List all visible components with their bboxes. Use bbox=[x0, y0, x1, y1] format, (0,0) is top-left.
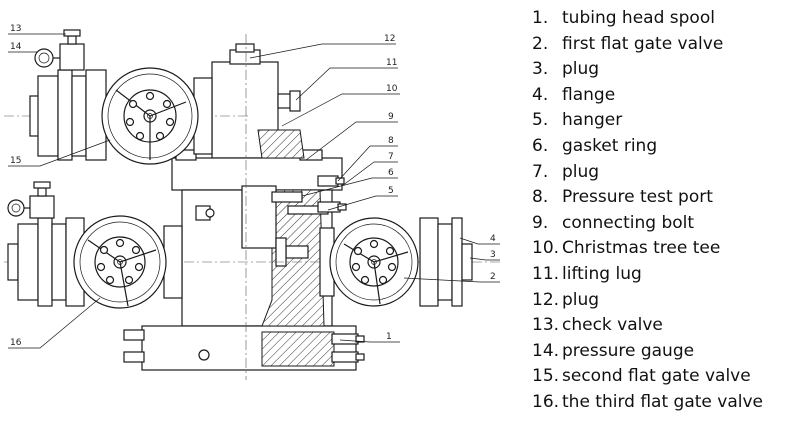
callout-2: 2 bbox=[490, 272, 496, 282]
callout-7: 7 bbox=[388, 152, 394, 162]
legend-item-number: 2. bbox=[532, 33, 549, 54]
legend-item-label: connecting bolt bbox=[562, 212, 695, 233]
callout-1: 1 bbox=[386, 332, 392, 342]
second-flat-gate-valve bbox=[29, 29, 213, 165]
legend-item-label: hanger bbox=[562, 110, 623, 131]
callout-11: 11 bbox=[386, 58, 397, 68]
first-flat-gate-valve bbox=[319, 217, 473, 307]
callout-8: 8 bbox=[388, 136, 394, 146]
legend-item: 10.Christmas tree tee bbox=[532, 236, 763, 262]
legend-item: 2. first flat gate valve bbox=[532, 32, 763, 58]
callout-16: 16 bbox=[10, 338, 22, 348]
legend-item-label: plug bbox=[562, 161, 600, 182]
legend-item-number: 7. bbox=[532, 161, 549, 182]
legend-item: 9. connecting bolt bbox=[532, 211, 763, 237]
legend-item-number: 16. bbox=[532, 391, 560, 412]
legend-item: 4. flange bbox=[532, 83, 763, 109]
legend-item-label: gasket ring bbox=[562, 135, 658, 156]
callout-13: 13 bbox=[10, 24, 21, 34]
legend-item-label: lifting lug bbox=[562, 263, 642, 284]
callout-15: 15 bbox=[10, 156, 21, 166]
central-body bbox=[4, 34, 500, 380]
legend-item: 7. plug bbox=[532, 160, 763, 186]
callout-6: 6 bbox=[388, 168, 394, 178]
legend-item-label: plug bbox=[562, 59, 600, 80]
callout-12: 12 bbox=[384, 34, 395, 44]
legend-item: 3. plug bbox=[532, 57, 763, 83]
third-flat-gate-valve bbox=[7, 181, 183, 309]
legend-item-label: plug bbox=[562, 289, 600, 310]
legend-item-number: 3. bbox=[532, 59, 549, 80]
legend-item: 6. gasket ring bbox=[532, 134, 763, 160]
legend-item-label: tubing head spool bbox=[562, 8, 715, 28]
legend-item-label: Pressure test port bbox=[562, 187, 713, 208]
callout-10: 10 bbox=[386, 84, 398, 94]
legend-item-number: 15. bbox=[532, 366, 560, 387]
legend-item-number: 6. bbox=[532, 135, 549, 156]
legend-item-number: 13. bbox=[532, 315, 560, 336]
legend-item: 14.pressure gauge bbox=[532, 339, 763, 365]
legend-item-number: 12. bbox=[532, 289, 560, 310]
handwheel-bolts-lower-left bbox=[96, 238, 144, 285]
callout-5: 5 bbox=[388, 186, 394, 196]
legend-item: 16.the third flat gate valve bbox=[532, 390, 763, 416]
parts-legend: 1. tubing head spool 2. first flat gate val… bbox=[532, 6, 763, 416]
legend-item-label: first flat gate valve bbox=[562, 33, 724, 54]
legend-item-number: 4. bbox=[532, 84, 549, 105]
callout-9: 9 bbox=[388, 112, 394, 122]
legend-item-label: flange bbox=[562, 84, 616, 105]
legend-item: 1. tubing head spool bbox=[532, 6, 763, 32]
handwheel-bolts-right bbox=[351, 239, 397, 285]
legend-item: 15.second flat gate valve bbox=[532, 364, 763, 390]
wellhead-assembly-drawing: 12 11 10 9 8 7 6 5 4 3 2 1 13 bbox=[4, 24, 500, 380]
legend-item-number: 14. bbox=[532, 340, 560, 361]
callout-14: 14 bbox=[10, 42, 22, 52]
legend-item-number: 11. bbox=[532, 263, 560, 284]
legend-item-label: second flat gate valve bbox=[562, 366, 751, 387]
legend-item: 13.check valve bbox=[532, 313, 763, 339]
legend-item-label: check valve bbox=[562, 315, 663, 336]
legend-item-number: 5. bbox=[532, 110, 549, 131]
legend-item-label: Christmas tree tee bbox=[562, 238, 721, 259]
legend-item-number: 8. bbox=[532, 187, 549, 208]
legend-item-number: 10. bbox=[532, 238, 560, 259]
legend-item: 12.plug bbox=[532, 288, 763, 314]
handwheel-bolts-upper bbox=[125, 91, 175, 141]
legend-item-label: the third flat gate valve bbox=[562, 391, 764, 412]
callouts: 12 11 10 9 8 7 6 5 4 3 2 1 13 bbox=[8, 24, 500, 349]
callout-3: 3 bbox=[490, 250, 496, 260]
legend-item-number: 9. bbox=[532, 212, 549, 233]
legend-item: 11.lifting lug bbox=[532, 262, 763, 288]
legend-item: 8. Pressure test port bbox=[532, 185, 763, 211]
legend-item-number: 1. bbox=[532, 8, 549, 28]
legend-item-label: pressure gauge bbox=[562, 340, 695, 361]
legend-item: 5. hanger bbox=[532, 108, 763, 134]
callout-4: 4 bbox=[490, 234, 496, 244]
